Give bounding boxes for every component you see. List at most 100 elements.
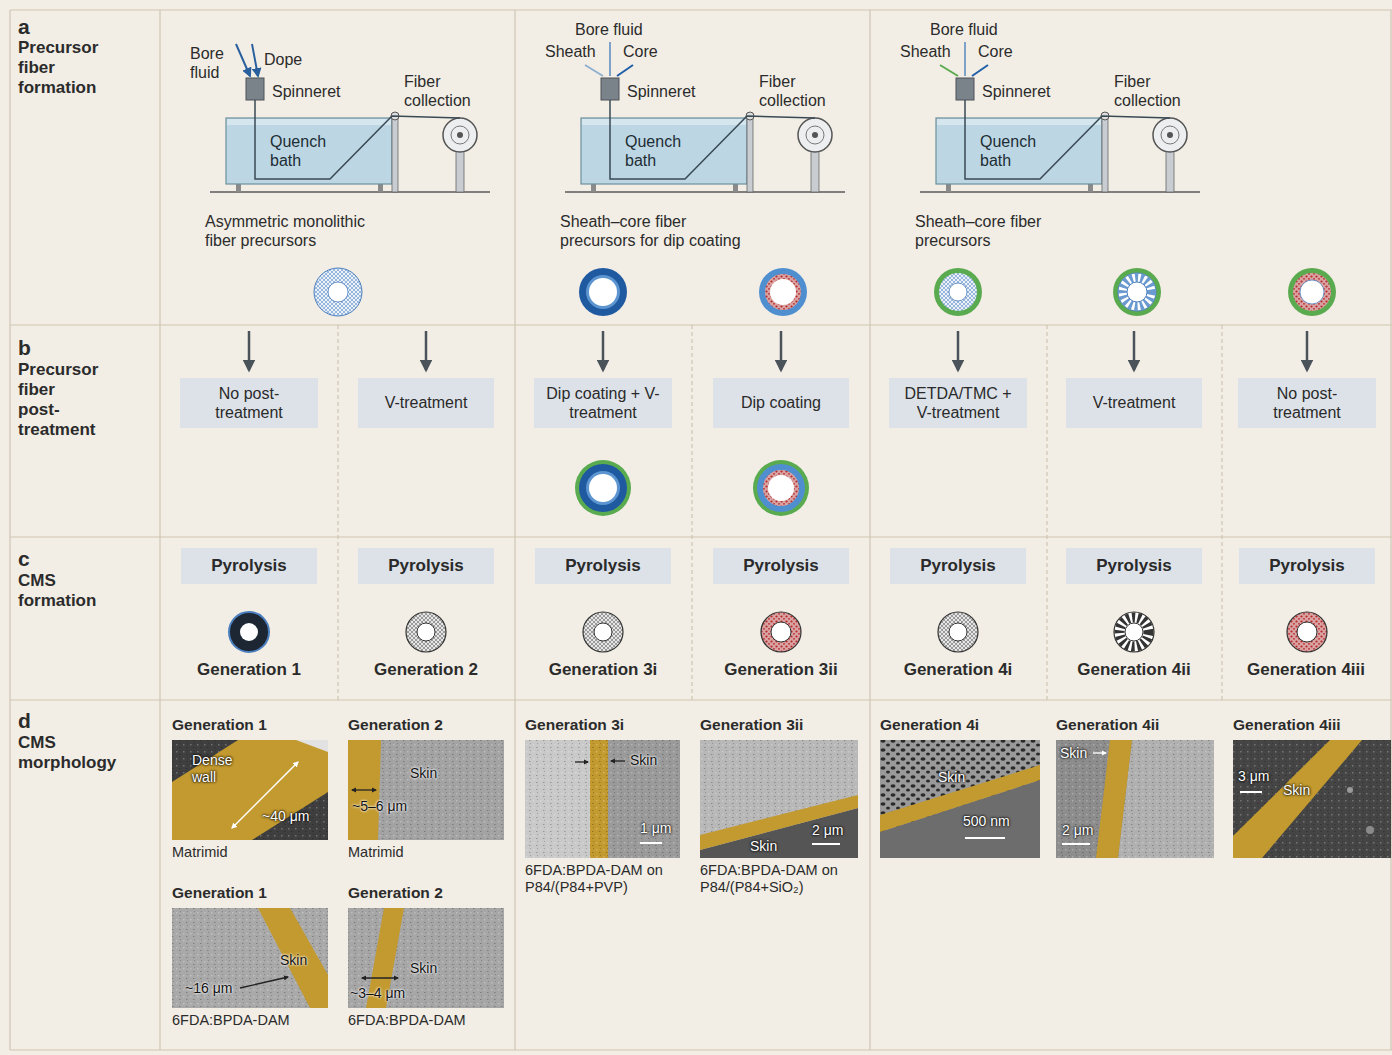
pyrolysis-box: Pyrolysis [181, 548, 317, 584]
step-arrow [1306, 331, 1309, 370]
step-arrow [1133, 331, 1136, 370]
step-arrow [602, 331, 605, 370]
precursor-cross-section [314, 268, 362, 316]
cms-cross-section [1120, 618, 1149, 647]
feed-label: Bore fluid [190, 44, 234, 82]
sem-image [880, 740, 1040, 858]
coated-cross-section [589, 474, 617, 502]
node-text: Pyrolysis [920, 556, 996, 576]
fiber-caption: Sheath–core fiber precursors [915, 212, 1105, 250]
precursor-cross-section [328, 282, 348, 302]
feed-label: Dope [264, 50, 302, 69]
cms-cross-section [949, 623, 967, 641]
feed-arrow [236, 42, 988, 76]
material-caption: Matrimid [348, 844, 404, 861]
coated-cross-section [763, 470, 799, 506]
treatment-box: No post-treatment [1238, 378, 1376, 428]
sem-image [348, 740, 504, 840]
treatment-box: V-treatment [358, 378, 494, 428]
sem-image [525, 740, 680, 858]
image-title: Generation 1 [172, 716, 267, 735]
cms-cross-section [229, 612, 1327, 652]
row-heading: CMS formation [18, 571, 100, 611]
feed-label: Bore fluid [575, 20, 643, 39]
sem-image [700, 740, 858, 858]
cms-cross-section [938, 612, 978, 652]
sem-image [965, 837, 1005, 839]
dimension-label: ~16 μm [185, 980, 232, 997]
panel-grid [1046, 325, 1047, 700]
precursor-cross-section [314, 268, 1336, 316]
generation-label: Generation 3i [523, 660, 683, 680]
precursor-cross-section [1123, 278, 1152, 307]
sem-image [880, 740, 1040, 858]
sem-image [1096, 740, 1132, 858]
treatment-box: DETDA/TMC + V-treatment [889, 378, 1027, 428]
precursor-cross-section [586, 275, 620, 309]
fiber-caption: Sheath–core fiber precursors for dip coa… [560, 212, 750, 250]
cms-cross-section [771, 622, 791, 642]
fiber-caption: Asymmetric monolithic fiber precursors [205, 212, 395, 250]
component-label: Spinneret [272, 82, 341, 101]
image-title: Generation 4ii [1056, 716, 1159, 735]
precursor-cross-section [1118, 273, 1156, 311]
treatment-box: Dip coating [713, 378, 849, 428]
sem-image [352, 789, 376, 790]
spinning-setup [210, 78, 1200, 192]
precursor-cross-section [579, 268, 627, 316]
image-annotation: Skin [410, 960, 437, 977]
cms-cross-section [594, 623, 612, 641]
coated-cross-section [586, 471, 620, 505]
cms-cross-section [583, 612, 623, 652]
feed-arrow [964, 42, 966, 76]
component-label: Fiber collection [759, 72, 843, 110]
panel-letter: b [18, 335, 31, 360]
node-text: Pyrolysis [1269, 556, 1345, 576]
panel-grid [10, 9, 1392, 10]
scale-label: 1 μm [640, 820, 671, 837]
image-annotation: Skin [750, 838, 777, 855]
sem-image [1240, 791, 1262, 793]
sem-image [700, 740, 858, 858]
sem-image [700, 795, 858, 850]
feed-arrow [236, 44, 250, 76]
precursor-cross-section [949, 283, 967, 301]
precursor-cross-section [1293, 273, 1331, 311]
sem-image [362, 977, 398, 978]
feed-label: Sheath [545, 42, 596, 61]
node-text: Pyrolysis [743, 556, 819, 576]
pyrolysis-box: Pyrolysis [1239, 548, 1375, 584]
node-text: DETDA/TMC + V-treatment [897, 384, 1019, 422]
precursor-cross-section [589, 278, 617, 306]
pyrolysis-box: Pyrolysis [535, 548, 671, 584]
sem-image [172, 908, 328, 1008]
sem-image [348, 740, 381, 840]
panel-grid [10, 1049, 1392, 1050]
image-title: Generation 1 [172, 884, 267, 903]
treatment-box: No post-treatment [180, 378, 318, 428]
precursor-cross-section [1288, 268, 1336, 316]
image-title: Generation 3ii [700, 716, 803, 735]
feed-label: Sheath [900, 42, 951, 61]
sem-image [172, 908, 328, 1008]
generation-label: Generation 4iii [1226, 660, 1386, 680]
pyrolysis-box: Pyrolysis [1066, 548, 1202, 584]
cms-cross-section [761, 612, 801, 652]
scale-label: 2 μm [812, 822, 843, 839]
sem-image [525, 740, 680, 858]
precursor-cross-section [939, 273, 977, 311]
row-heading: CMS morphology [18, 733, 100, 773]
image-title: Generation 4i [880, 716, 979, 735]
panel-grid [10, 10, 1392, 1050]
sem-image [258, 908, 328, 1008]
step-arrow [248, 331, 251, 370]
node-text: Quench bath [625, 132, 705, 170]
node-text: Pyrolysis [1096, 556, 1172, 576]
node-text: Quench bath [980, 132, 1060, 170]
node-text: Dip coating + V-treatment [542, 384, 664, 422]
node-text: V-treatment [1093, 393, 1176, 412]
node-text: V-treatment [385, 393, 468, 412]
feed-arrow [585, 65, 603, 76]
generation-label: Generation 4ii [1054, 660, 1214, 680]
sem-image [172, 908, 328, 1008]
